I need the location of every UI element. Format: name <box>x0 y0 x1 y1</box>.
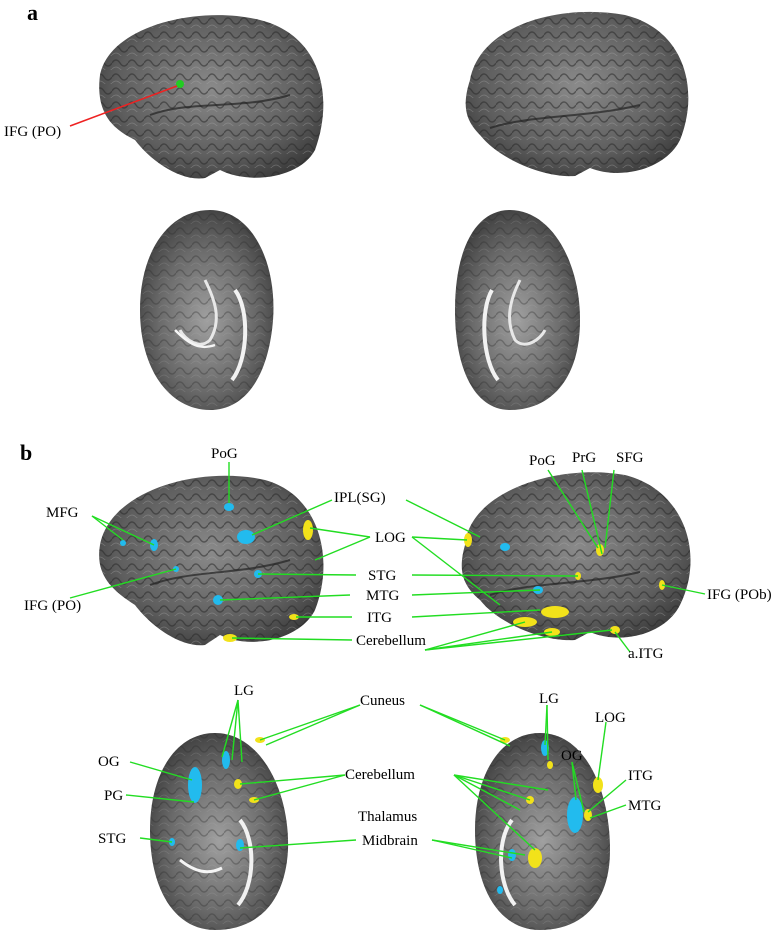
blob-blue <box>497 886 503 894</box>
label-sfg: SFG <box>616 450 644 466</box>
blob-yellow <box>541 606 569 618</box>
label-stg-center: STG <box>368 568 397 584</box>
blob-blue <box>567 797 583 833</box>
label-a-itg: a.ITG <box>628 646 664 662</box>
label-lg-left: LG <box>234 683 254 699</box>
blob-blue <box>237 530 255 544</box>
blob-yellow <box>234 779 242 789</box>
blob-yellow <box>593 777 603 793</box>
blob-yellow <box>289 614 299 620</box>
blob-blue <box>222 751 230 769</box>
label-mfg: MFG <box>46 505 79 521</box>
label-cerebellum-bottom: Cerebellum <box>345 767 415 783</box>
label-mtg-center: MTG <box>366 588 400 604</box>
label-itg-center: ITG <box>367 610 392 626</box>
label-ifg-po-a: IFG (PO) <box>4 124 61 140</box>
blob-blue <box>508 849 516 861</box>
blob-yellow <box>303 520 313 540</box>
label-mtg-right: MTG <box>628 798 662 814</box>
panel-a-brain-right-axial <box>455 210 580 410</box>
panel-a-brain-left-lateral <box>99 15 324 179</box>
label-stg-left: STG <box>98 831 127 847</box>
panel-b-brain-right-axial <box>475 733 610 930</box>
blob-blue <box>213 595 223 605</box>
blob-blue <box>120 540 126 546</box>
blob-yellow <box>223 634 237 642</box>
label-log-right: LOG <box>595 710 626 726</box>
blob-blue <box>224 503 234 511</box>
blob-blue <box>500 543 510 551</box>
panel-a-brain-left-axial <box>140 210 274 410</box>
blob-yellow <box>464 533 472 547</box>
label-thalamus: Thalamus <box>358 809 417 825</box>
blob-blue <box>188 767 202 803</box>
leader-lines <box>69 462 706 859</box>
label-log-center: LOG <box>375 530 406 546</box>
ifg-po-marker <box>176 80 184 88</box>
label-cerebellum-top: Cerebellum <box>356 633 426 649</box>
blob-yellow <box>547 761 553 769</box>
label-prg: PrG <box>572 450 596 466</box>
label-pog-right: PoG <box>529 453 556 469</box>
label-itg-right: ITG <box>628 768 653 784</box>
blob-blue <box>541 740 549 756</box>
blob-yellow <box>610 626 620 634</box>
label-midbrain: Midbrain <box>362 833 418 849</box>
ifg-po-leader-red <box>69 85 178 127</box>
panel-b-letter: b <box>20 440 32 465</box>
panel-b-brain-left-lateral <box>99 475 324 646</box>
blob-yellow <box>584 809 592 821</box>
label-pg: PG <box>104 788 123 804</box>
panel-a-letter: a <box>27 0 38 25</box>
blob-blue <box>236 839 244 851</box>
label-lg-right: LG <box>539 691 559 707</box>
panel-a-brain-right-lateral <box>465 11 689 177</box>
label-pog-left: PoG <box>211 446 238 462</box>
label-ifg-pob: IFG (POb) <box>707 587 772 603</box>
label-og-right: OG <box>561 748 583 764</box>
label-ipl-sg: IPL(SG) <box>334 490 386 506</box>
label-og-left: OG <box>98 754 120 770</box>
label-ifg-po-b: IFG (PO) <box>24 598 81 614</box>
panel-b-brain-left-axial <box>150 733 289 930</box>
label-cuneus: Cuneus <box>360 693 405 709</box>
blob-yellow <box>528 848 542 868</box>
panel-b-brain-right-lateral <box>461 472 691 641</box>
